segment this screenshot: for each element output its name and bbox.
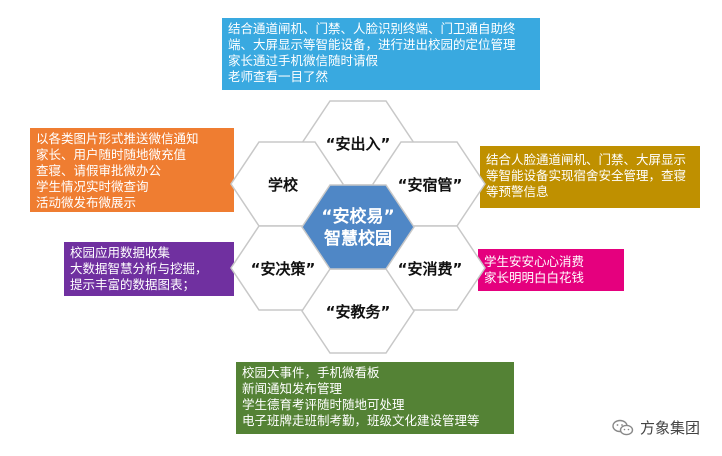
box-bottom-academic: 校园大事件，手机微看板 新闻通知发布管理 学生德育考评随时随地可处理 电子班牌走…: [236, 362, 514, 434]
hex-upper-left-label: 学校: [268, 176, 299, 194]
watermark: 方象集团: [612, 417, 700, 438]
hex-center: [301, 184, 415, 270]
box-top-access: 结合通道闸机、门禁、人脸识别终端、门卫通自助终 端、大屏显示等智能设备，进行进出…: [222, 18, 540, 90]
hex-lower-right-label: “安消费”: [398, 260, 463, 278]
hex-lower-left-label: “安决策”: [251, 260, 316, 278]
hex-bottom-label: “安教务”: [326, 303, 391, 321]
hex-center-label-line1: “安校易”: [321, 206, 394, 227]
box-left-school: 以各类图片形式推送微信通知 家长、用户随时随地微充值 查寝、请假审批微办公 学生…: [30, 128, 234, 212]
box-left-decision: 校园应用数据收集 大数据智慧分析与挖掘， 提示丰富的数据图表；: [64, 242, 234, 296]
watermark-text: 方象集团: [639, 419, 700, 437]
hex-center-label-line2: 智慧校园: [324, 228, 392, 249]
wechat-icon: [612, 419, 634, 435]
box-right-consume: 学生安安心心消费 家长明明白白花钱: [478, 249, 624, 291]
hex-upper-right-label: “安宿管”: [398, 176, 463, 194]
hex-top-label: “安出入”: [326, 135, 391, 153]
box-right-dorm: 结合人脸通道闸机、门禁、大屏显示 等智能设备实现宿舍安全管理，查寝 等预警信息: [480, 146, 700, 208]
